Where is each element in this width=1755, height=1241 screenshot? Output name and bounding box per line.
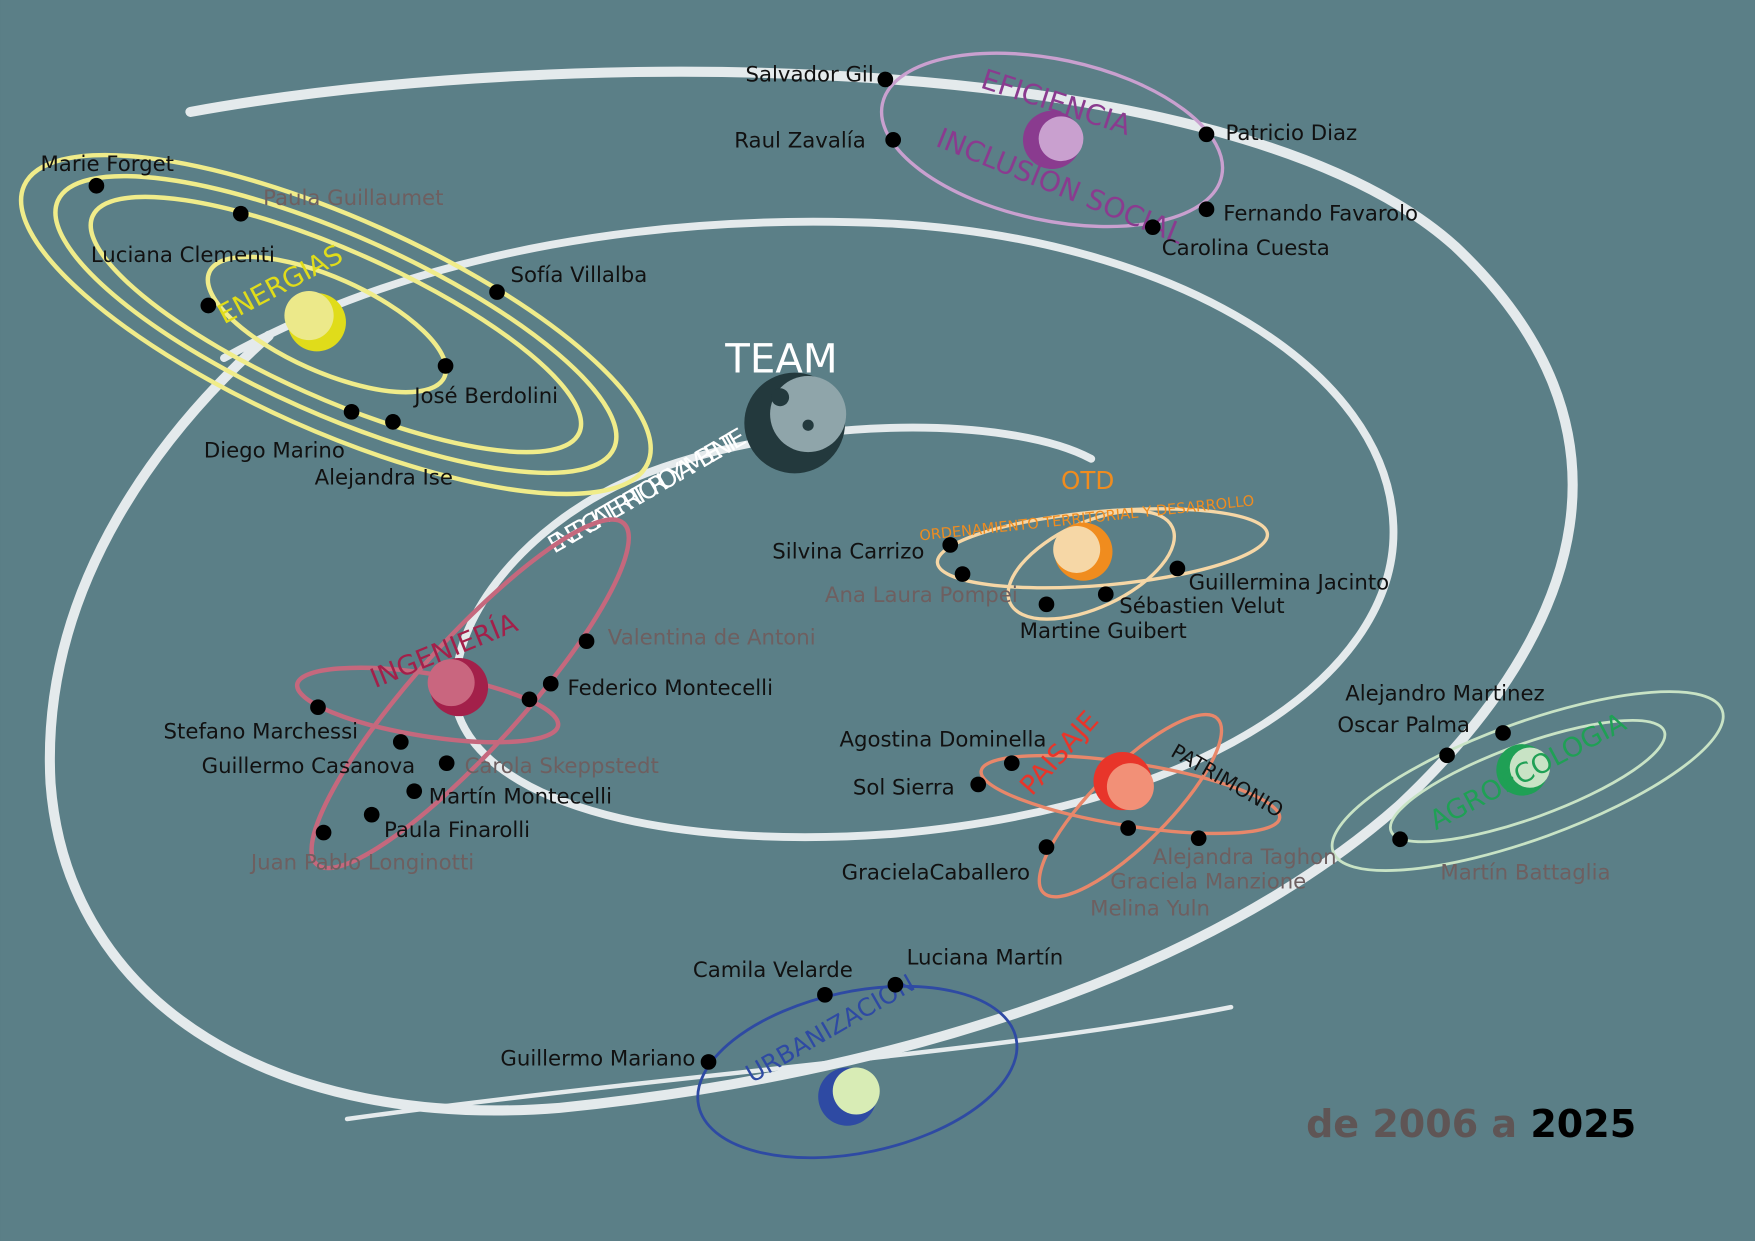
member-name: Paula Guillaumet xyxy=(263,186,443,211)
member-name: Guillermo Mariano xyxy=(500,1046,695,1071)
member-name: Federico Montecelli xyxy=(568,676,773,701)
member-name: Salvador Gil xyxy=(745,63,873,88)
member-name: Graciela Manzione xyxy=(1110,870,1306,895)
member-name: Juan Pablo Longinotti xyxy=(249,850,474,875)
member-name: José Berdolini xyxy=(412,384,558,409)
member-name: Alejandra Ise xyxy=(315,466,453,491)
member-name: Diego Marino xyxy=(204,439,345,464)
member-names: Marie Forget Paula Guillaumet Luciana Cl… xyxy=(40,63,1610,1072)
agroecologia-planet-light xyxy=(1509,747,1551,788)
member-name: Silvina Carrizo xyxy=(772,539,924,564)
member-name: Alejandra Taghon xyxy=(1153,845,1337,870)
member-name: Martín Battaglia xyxy=(1440,861,1610,886)
member-name: Paula Finarolli xyxy=(384,818,530,843)
urbanizacion-orbit xyxy=(696,984,1019,1160)
team-crater xyxy=(771,388,790,407)
date-range: de 2006 a 2025 xyxy=(1306,1102,1636,1146)
team-title: TEAM xyxy=(724,337,837,383)
member-name: Marie Forget xyxy=(40,152,174,177)
member-name: Sol Sierra xyxy=(853,776,955,801)
member-name: Fernando Favarolo xyxy=(1223,201,1418,226)
member-name: Melina Yuln xyxy=(1090,896,1210,921)
member-name: Alejandro Martinez xyxy=(1345,682,1544,707)
member-name: Guillermo Casanova xyxy=(202,754,416,779)
eficiencia-orbit xyxy=(879,51,1225,229)
member-name: Sofía Villalba xyxy=(510,263,647,288)
member-name: Luciana Martín xyxy=(907,946,1064,971)
team-planet-light xyxy=(770,375,847,453)
paisaje-planet-light xyxy=(1106,763,1154,811)
ingenieria-planet-light xyxy=(427,659,475,707)
member-name: Camila Velarde xyxy=(693,958,853,983)
member-name: Martine Guibert xyxy=(1020,619,1187,644)
otd-label: OTD xyxy=(1061,466,1114,495)
member-name: Luciana Clementi xyxy=(91,243,275,268)
member-name: Guillermina Jacinto xyxy=(1189,571,1390,596)
member-name: Patricio Diaz xyxy=(1226,121,1358,146)
member-name: Valentina de Antoni xyxy=(608,626,816,651)
member-name: Stefano Marchessi xyxy=(164,720,359,745)
member-name: Ana Laura Pompei xyxy=(825,583,1018,608)
member-name: Sébastien Velut xyxy=(1119,594,1284,619)
member-name: Martín Montecelli xyxy=(429,784,612,809)
otd-planet-light xyxy=(1053,525,1101,573)
member-name: Carolina Cuesta xyxy=(1162,236,1330,261)
member-name: Raul Zavalía xyxy=(734,129,865,154)
group-energias xyxy=(18,152,653,497)
eficiencia-planet-light xyxy=(1038,116,1084,162)
date-range-prefix: de 2006 a xyxy=(1306,1102,1530,1146)
urbanizacion-planet-light xyxy=(832,1067,880,1115)
member-name: Carola Skeppstedt xyxy=(465,754,659,779)
energias-planet-light xyxy=(284,290,334,341)
member-name: Agostina Dominella xyxy=(839,727,1046,752)
member-name: Oscar Palma xyxy=(1337,713,1470,738)
date-range-year: 2025 xyxy=(1530,1102,1636,1146)
team-crater xyxy=(802,419,814,431)
member-name: GracielaCaballero xyxy=(842,861,1030,886)
